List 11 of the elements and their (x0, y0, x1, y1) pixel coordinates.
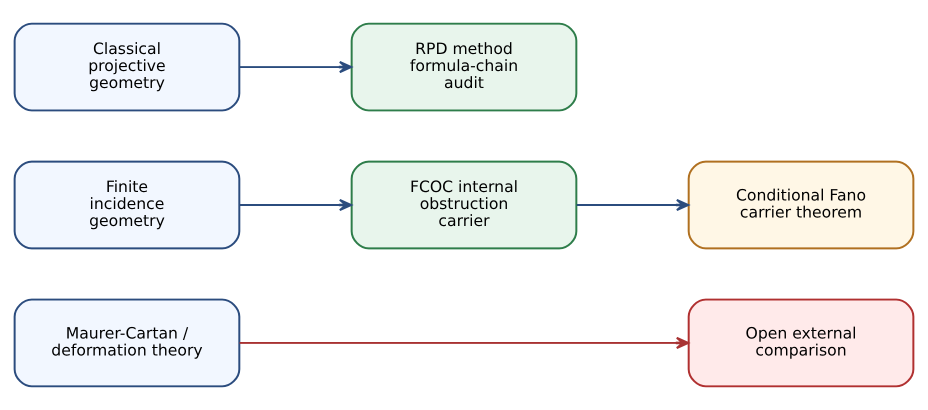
arrow (576, 198, 690, 212)
node-box: Conditional Fano carrier theorem (688, 160, 914, 250)
node-box: RPD method formula-chain audit (350, 22, 578, 112)
node-box: Finite incidence geometry (14, 160, 240, 250)
node-box: Classical projective geometry (14, 22, 240, 112)
arrow (240, 336, 690, 350)
arrow (240, 198, 352, 212)
node-box: FCOC internal obstruction carrier (350, 160, 578, 250)
arrow (240, 60, 352, 74)
node-box: Maurer-Cartan / deformation theory (14, 298, 240, 388)
node-box: Open external comparison (688, 298, 914, 388)
